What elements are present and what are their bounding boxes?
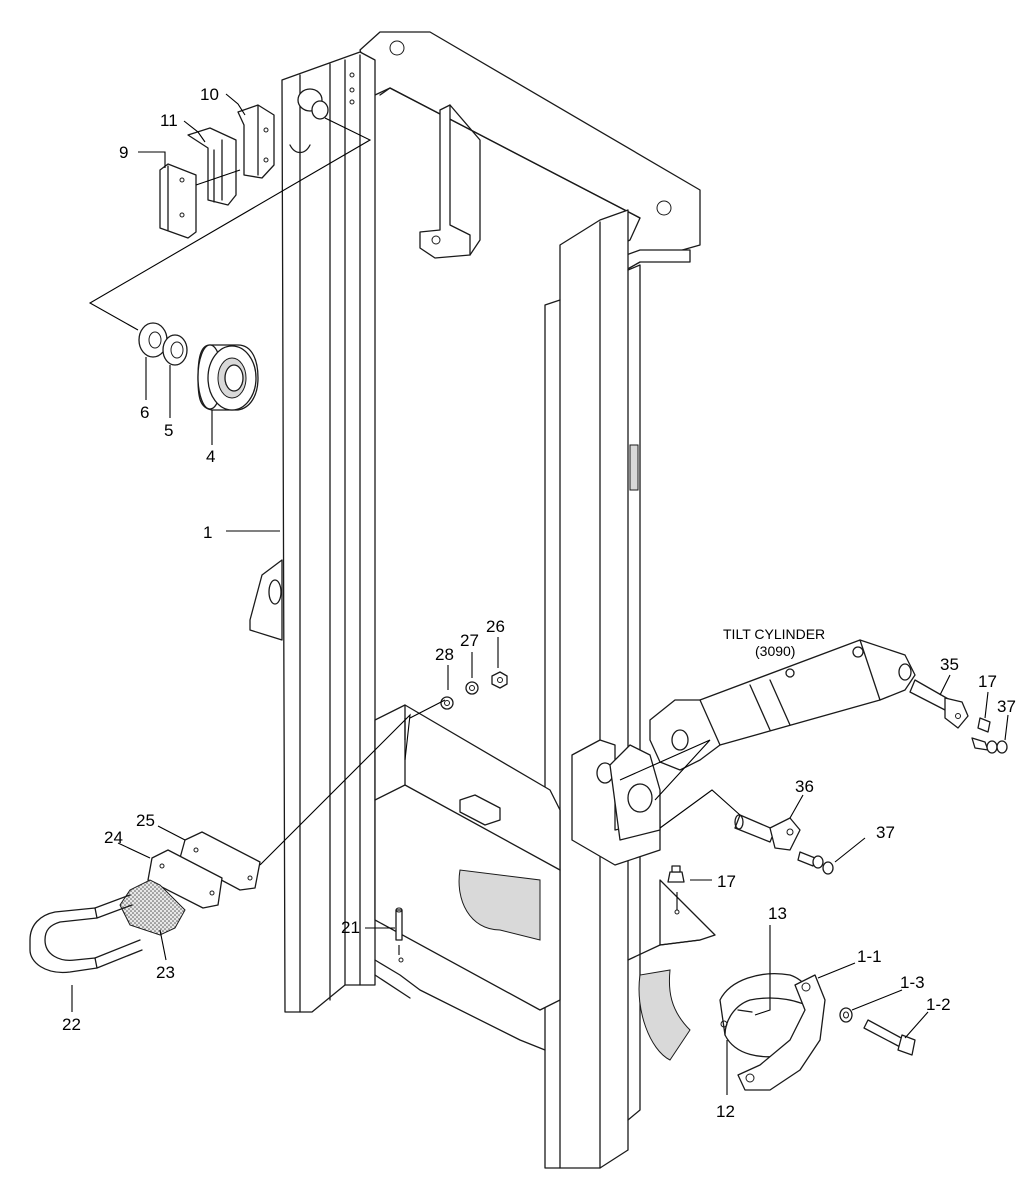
trunnion-cap-1-1 [737, 974, 826, 1091]
callout-25: 25 [136, 811, 155, 830]
callout-23: 23 [156, 963, 175, 982]
bolt-1-2 [863, 1019, 916, 1056]
callout-22: 22 [62, 1015, 81, 1034]
pin-35 [909, 679, 969, 729]
pin-21 [395, 907, 403, 941]
bolt-37-upper [971, 737, 1008, 754]
callout-17-lower: 17 [717, 872, 736, 891]
left-upright-rail [281, 51, 376, 1013]
nut-26 [491, 671, 508, 689]
callout-35: 35 [940, 655, 959, 674]
callout-37-lower: 37 [876, 823, 895, 842]
tilt-cylinder-ref: (3090) [755, 643, 795, 659]
callout-12: 12 [716, 1102, 735, 1121]
callout-27: 27 [460, 631, 479, 650]
callout-9: 9 [119, 143, 128, 162]
tilt-cylinder-note: TILT CYLINDER (3090) [723, 626, 825, 659]
pivot-bracket [571, 739, 661, 866]
callout-1: 1 [203, 523, 212, 542]
callout-28: 28 [435, 645, 454, 664]
shim-assembly-line [195, 169, 241, 186]
callout-11: 11 [160, 111, 178, 130]
callout-5: 5 [164, 421, 173, 440]
shim-11 [187, 127, 237, 206]
pin-36 [734, 814, 801, 851]
callout-1-1: 1-1 [857, 947, 882, 966]
callout-21: 21 [341, 918, 360, 937]
tilt-cylinder [649, 639, 916, 771]
callout-1-2: 1-2 [926, 995, 951, 1014]
washer-1-3 [839, 1007, 853, 1023]
callout-4: 4 [206, 447, 215, 466]
callout-6: 6 [140, 403, 149, 422]
callout-17-upper: 17 [978, 672, 997, 691]
washer-6 [138, 322, 168, 358]
callout-36: 36 [795, 777, 814, 796]
lower-crossmember [374, 704, 561, 1051]
grease-fitting-17-lower [667, 865, 685, 883]
assembly-lines [88, 117, 741, 963]
top-crossmember [359, 31, 701, 291]
callout-10: 10 [200, 85, 219, 104]
trunnion-housing [627, 879, 716, 1061]
upper-inner-lug [419, 104, 481, 259]
right-upright-rail [544, 209, 641, 1169]
pad-23 [119, 879, 186, 936]
callout-1-3: 1-3 [900, 973, 925, 992]
leader-lines [71, 93, 1009, 1095]
callout-24: 24 [104, 828, 123, 847]
washer-27 [465, 681, 479, 695]
plate-24 [147, 849, 223, 909]
shim-9 [159, 163, 197, 239]
bolt-37-lower [797, 851, 834, 875]
roller-shaft [289, 88, 329, 154]
washer-28 [440, 696, 454, 710]
callout-37-upper: 37 [997, 697, 1016, 716]
u-bolt-22 [29, 894, 143, 974]
callout-13: 13 [768, 904, 787, 923]
left-side-bracket [249, 559, 283, 641]
washer-5 [162, 334, 188, 366]
callout-26: 26 [486, 617, 505, 636]
bearing-4 [197, 344, 259, 411]
callout-labels: 1 4 5 6 9 10 11 12 13 17 17 21 22 23 24 … [62, 85, 1016, 1121]
tilt-cylinder-label: TILT CYLINDER [723, 626, 825, 642]
grease-fitting-17-upper [977, 717, 991, 733]
shim-10 [237, 104, 275, 179]
